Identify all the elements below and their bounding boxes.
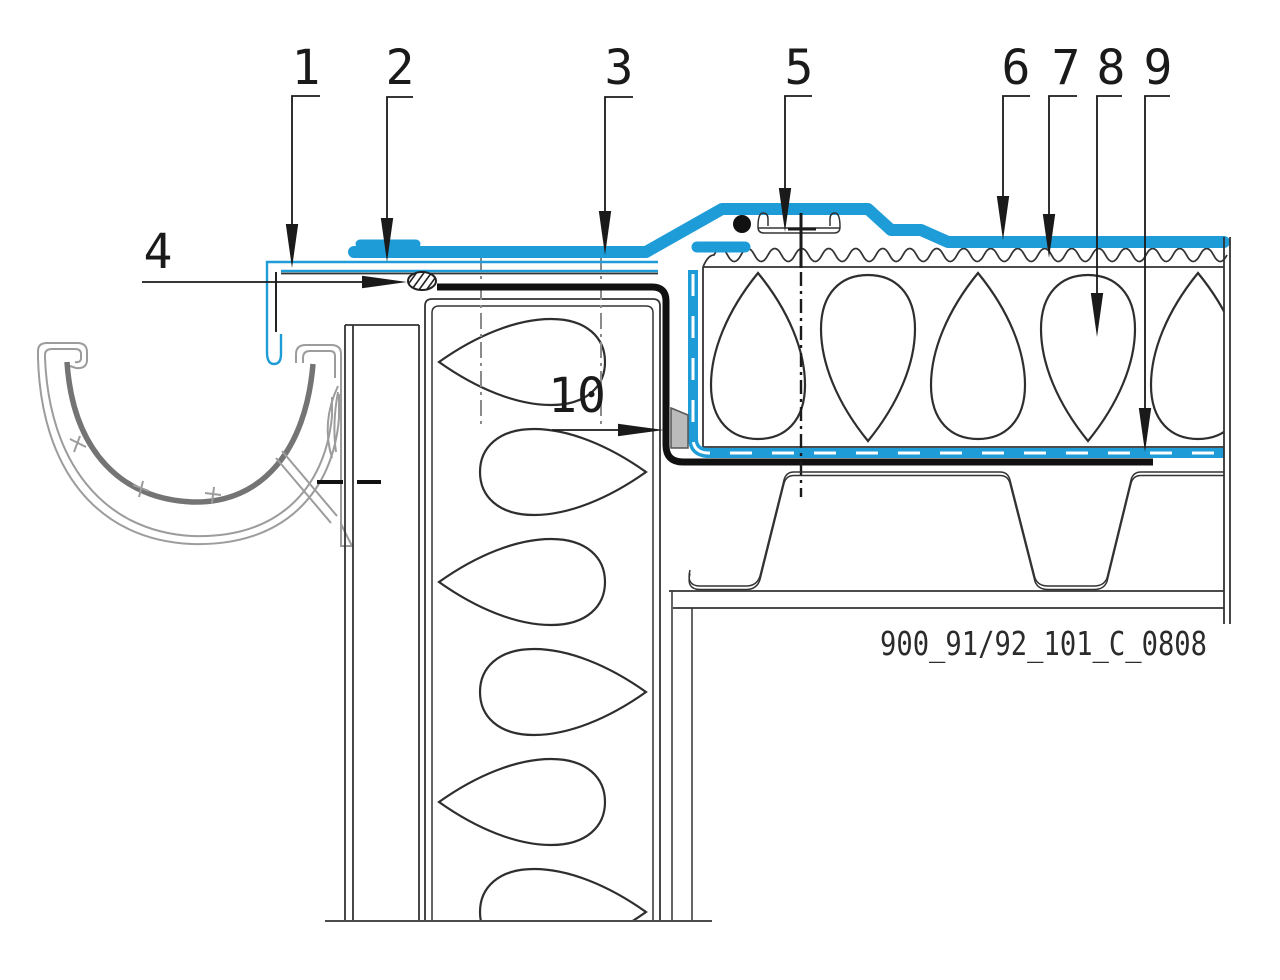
callout-4: 4 [142, 224, 407, 289]
wall-insulation-hatch [433, 307, 652, 920]
gutter-bracket-outer [295, 344, 342, 524]
drawing-code: 900_91/92_101_C_0808 [880, 624, 1207, 664]
wall-outer-sheet-lines [344, 325, 420, 920]
gutter-bead-inner [44, 348, 82, 364]
vapor-barrier [688, 270, 1224, 458]
callout-8: 8 [1090, 40, 1126, 337]
callout-7: 7 [1042, 40, 1081, 258]
roof-insulation-border [702, 266, 1224, 448]
wall-section [325, 255, 712, 922]
gutter-strut [275, 450, 338, 524]
gutter-inner-shadow-arc [64, 361, 316, 505]
callout-10-label: 10 [548, 368, 606, 424]
callout-7-label: 7 [1052, 40, 1081, 96]
gutter-bowl-outer [37, 357, 340, 546]
callout-2-label: 2 [386, 40, 415, 96]
wall-liner-inner-box [431, 305, 654, 920]
callout-3: 3 [598, 40, 634, 255]
callout-3-label: 3 [605, 40, 634, 96]
separation-fleece-wave [702, 247, 1228, 268]
gutter-bracket-inner [302, 350, 336, 378]
weld-dot [733, 215, 751, 233]
gutter-clip-marks [69, 435, 222, 504]
drip-edge-profile [265, 260, 658, 366]
callout-5: 5 [778, 40, 814, 232]
sealant-bead [407, 271, 437, 291]
gutter-bracket-crescent [326, 385, 339, 459]
callout-6: 6 [996, 40, 1031, 240]
callout-1: 1 [285, 40, 321, 268]
gutter-profile [37, 342, 381, 547]
wall-liner-outer-box [424, 298, 661, 920]
gutter-bracket-tip [340, 523, 354, 547]
wall-inner-face-lines [671, 591, 693, 920]
steel-deck [688, 471, 1224, 591]
callout-1-label: 1 [292, 40, 321, 96]
callouts: 1 2 3 4 5 6 7 [142, 40, 1172, 452]
roof-assembly [348, 203, 1231, 624]
callout-4-label: 4 [144, 224, 173, 280]
gutter-bead-outer [37, 342, 88, 370]
gutter-bowl-inner [44, 357, 333, 538]
fastener-cross [788, 213, 816, 268]
callout-10: 10 [548, 368, 664, 437]
callout-8-label: 8 [1097, 40, 1126, 96]
edge-flashing-membrane [437, 283, 1153, 466]
junction-clip [670, 406, 689, 449]
seam-fastening [733, 212, 841, 497]
callout-9: 9 [1138, 40, 1173, 452]
section-cut-right-edge [1223, 237, 1231, 624]
callout-2: 2 [380, 40, 415, 262]
callout-9-label: 9 [1144, 40, 1173, 96]
callout-5-label: 5 [785, 40, 814, 96]
roof-insulation-hatch [703, 267, 1224, 447]
callout-6-label: 6 [1002, 40, 1031, 96]
